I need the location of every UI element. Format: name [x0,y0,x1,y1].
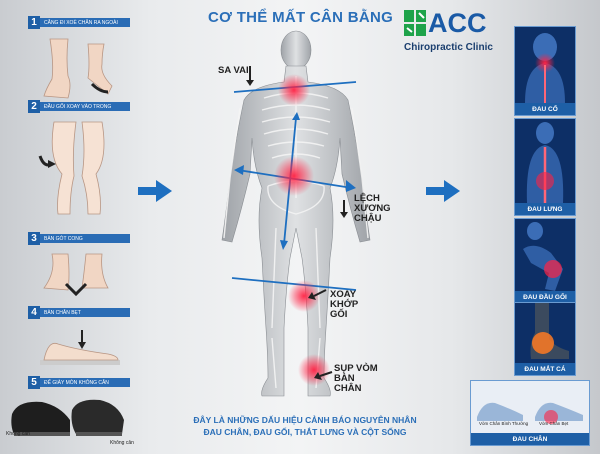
body-skeleton-figure [221,30,371,397]
step-label: ĐẾ GIÀY MÒN KHÔNG CÂN [40,378,130,387]
knee-in-illustration [38,121,105,215]
step-label: BÀN CHÂN BẸT [40,308,130,317]
step-number: 2 [28,100,40,113]
pain-card-back: ĐAU LƯNG [514,118,576,216]
step-label: ĐẦU GỐI XOAY VÀO TRONG [40,102,130,111]
step-number: 3 [28,232,40,245]
foot-pain-glow [298,354,330,386]
foot-tag-normal: Vòm Chân Bình Thường [479,421,529,426]
pain-card-label: ĐAU CỔ [515,103,575,115]
callout-knee: XOAY KHỚP GỐI [330,289,358,320]
callout-foot: SỤP VÒM BÀN CHÂN [334,363,378,394]
pain-card-ankle: ĐAU MẮT CÁ [514,302,576,376]
pain-card-foot: Vòm Chân Bình Thường Vòm Chân Bẹt ĐAU CH… [470,380,590,446]
step-number: 5 [28,376,40,389]
callout-pelvis: LỆCH XƯƠNG CHẬU [354,193,391,224]
step-number: 4 [28,306,40,319]
curved-heel-illustration [43,253,109,297]
shoe-tag-right: Không cân [110,440,134,446]
step-label: CẲNG ĐI XOÈ CHÂN RA NGOÀI [40,18,130,27]
pain-card-neck: ĐAU CỔ [514,26,576,116]
worn-shoes-illustration [11,399,124,436]
pain-card-label: ĐAU ĐẦU GỐI [515,291,575,303]
pain-areas-column: ĐAU CỔ ĐAU LƯNG ĐAU ĐẦU GỐI ĐAU MẮT CÁ V… [470,0,600,454]
pain-card-label: ĐAU LƯNG [515,203,575,215]
pelvis-pain-glow [274,156,314,196]
warning-caption: ĐÂY LÀ NHỮNG DẤU HIỆU CẢNH BÁO NGUYÊN NH… [180,414,430,438]
page-title: CƠ THỂ MẤT CÂN BẰNG [208,9,394,26]
logo-tagline: Chiropractic Clinic [404,42,493,53]
pain-card-knee: ĐAU ĐẦU GỐI [514,218,576,304]
foot-tag-flat: Vòm Chân Bẹt [539,421,569,426]
foot-out-illustration [43,38,113,99]
step-label: BÀN GÓT CONG [40,234,130,243]
warning-caption-line-1: ĐÂY LÀ NHỮNG DẤU HIỆU CẢNH BÁO NGUYÊN NH… [193,415,417,425]
flow-arrow-left-icon [138,180,172,202]
pain-card-label: ĐAU CHÂN [471,433,589,445]
step-number: 1 [28,16,40,29]
clinic-logo: ACC Chiropractic Clinic [398,8,508,58]
flow-arrow-right-icon [426,180,460,202]
clinic-logo-icon [404,10,426,36]
logo-brand: ACC [428,8,487,38]
pain-card-label: ĐAU MẮT CÁ [515,363,575,375]
neck-pain-glow [278,74,310,106]
callout-shoulder: SA VAI [218,65,249,76]
warning-caption-line-2: ĐAU CHÂN, ĐAU GỐI, THẮT LƯNG VÀ CỘT SỐNG [203,427,407,437]
knee-pain-glow [288,280,320,312]
flat-foot-illustration [40,330,120,365]
shoe-tag-left: Không cân [6,431,30,437]
